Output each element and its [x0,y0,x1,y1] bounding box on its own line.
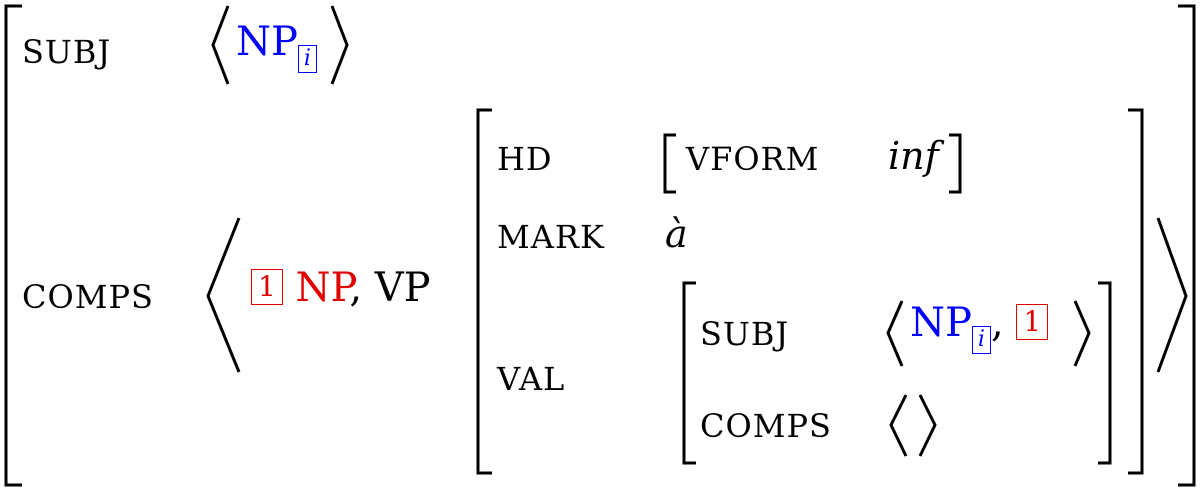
val-value-left-bracket [682,281,696,465]
comps-list-right-angle [1156,217,1188,373]
subj-label: SUBJ [22,33,112,71]
comps-label: COMPS [22,278,154,316]
outer-left-bracket [4,4,22,487]
val-subj-right-angle [1073,300,1091,367]
subj-list-right-angle [330,5,349,85]
val-subj-left-angle [886,300,904,367]
comps-list-left-angle [206,217,241,373]
comps-tag: 1 [251,269,283,305]
vform-value: inf [888,134,939,178]
val-subj-np-text: NP [910,300,972,346]
hd-value-left-bracket [663,133,676,194]
comps-np: NP [295,265,350,311]
mark-value: à [665,212,688,256]
hd-label: HD [497,140,553,178]
vform-label: VFORM [686,140,820,178]
val-subj-tag: 1 [1016,304,1049,340]
val-value-right-bracket [1098,281,1112,465]
subj-index: i [297,45,317,74]
comps-separator: , [349,265,363,311]
hd-value-right-bracket [949,133,962,194]
val-subj-separator: , [990,300,1004,346]
val-comps-label: COMPS [700,407,832,445]
outer-right-bracket [1178,4,1196,487]
mark-label: MARK [497,218,605,256]
val-subj-index: i [971,326,991,355]
vp-matrix-left-bracket [476,108,492,475]
val-comps-left-angle [889,394,908,457]
subj-list-left-angle [211,5,230,85]
comps-list-content: 1 NP, VP [251,268,431,308]
subj-np-text: NP [236,19,298,65]
comps-vp: VP [374,265,431,311]
val-comps-right-angle [918,394,937,457]
val-subj-label: SUBJ [700,315,790,353]
vp-matrix-right-bracket [1128,108,1144,475]
val-label: VAL [497,360,566,398]
